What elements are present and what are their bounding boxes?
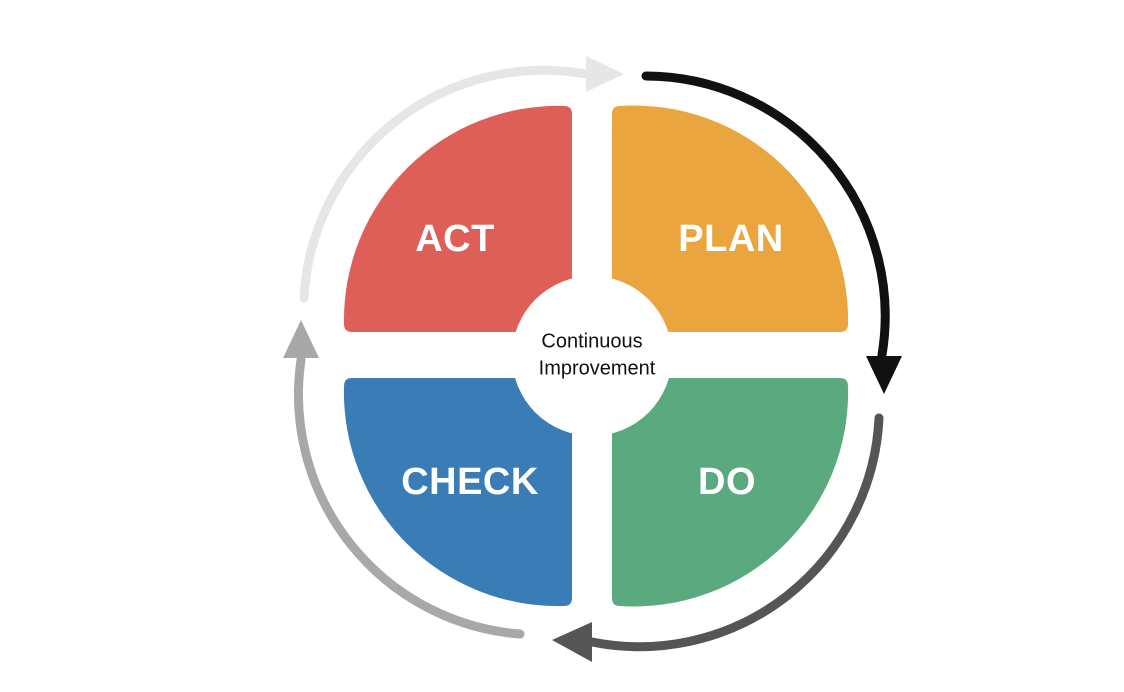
arrow-head-check-to-act	[283, 320, 319, 358]
quadrant-check: CHECK	[343, 378, 572, 607]
center-hub: Continuous Improvement	[512, 276, 672, 436]
quadrant-plan-shape	[612, 105, 849, 332]
arrow-act-to-plan	[299, 65, 591, 303]
quadrant-do: DO	[612, 378, 849, 607]
center-circle	[512, 276, 672, 436]
arrow-check-to-act	[293, 355, 525, 639]
arrow-do-to-check	[587, 413, 884, 652]
arrow-head-act-to-plan	[586, 56, 624, 92]
quadrant-plan: PLAN	[612, 105, 849, 332]
quadrant-check-shape	[343, 378, 572, 607]
arrow-head-do-to-check	[552, 622, 592, 662]
quadrant-do-label: DO	[698, 461, 756, 503]
quadrant-act: ACT	[343, 105, 572, 332]
center-label-line2: Improvement	[539, 357, 656, 379]
quadrant-plan-label: PLAN	[678, 218, 783, 260]
arrow-head-plan-to-do	[866, 356, 902, 394]
quadrant-act-shape	[343, 105, 572, 332]
cycle-arrows	[283, 56, 902, 662]
center-label-line1: Continuous	[541, 330, 642, 352]
arrow-plan-to-do	[641, 71, 890, 360]
quadrant-check-label: CHECK	[401, 461, 539, 503]
quadrant-do-shape	[612, 378, 849, 607]
quadrant-act-label: ACT	[415, 218, 495, 260]
